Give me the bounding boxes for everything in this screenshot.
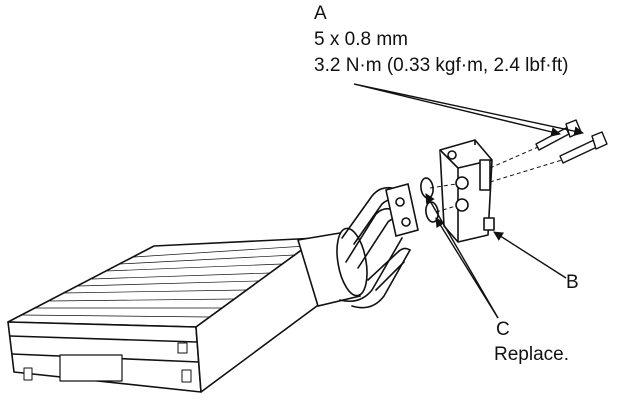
- callout-c-letter: C: [496, 319, 510, 340]
- callout-a-bolt-size: 5 x 0.8 mm: [314, 29, 408, 50]
- receiver-tank: [296, 227, 368, 307]
- assembly-lines: [429, 146, 563, 213]
- evaporator-core: [7, 237, 326, 393]
- expansion-valve: [439, 139, 495, 243]
- leader-c2: [435, 217, 499, 319]
- callout-a-letter: A: [314, 3, 327, 24]
- leader-a2: [353, 83, 584, 136]
- callout-a-torque-spec: 3.2 N·m (0.33 kgf·m, 2.4 lbf·ft): [314, 55, 569, 76]
- pipe-flange: [385, 183, 419, 237]
- leader-a1: [353, 83, 561, 137]
- mounting-bolts: [535, 119, 608, 164]
- leader-lines: [353, 83, 584, 319]
- callout-b-letter: B: [566, 272, 579, 293]
- callout-c-note: Replace.: [494, 344, 569, 365]
- leader-b: [493, 231, 567, 279]
